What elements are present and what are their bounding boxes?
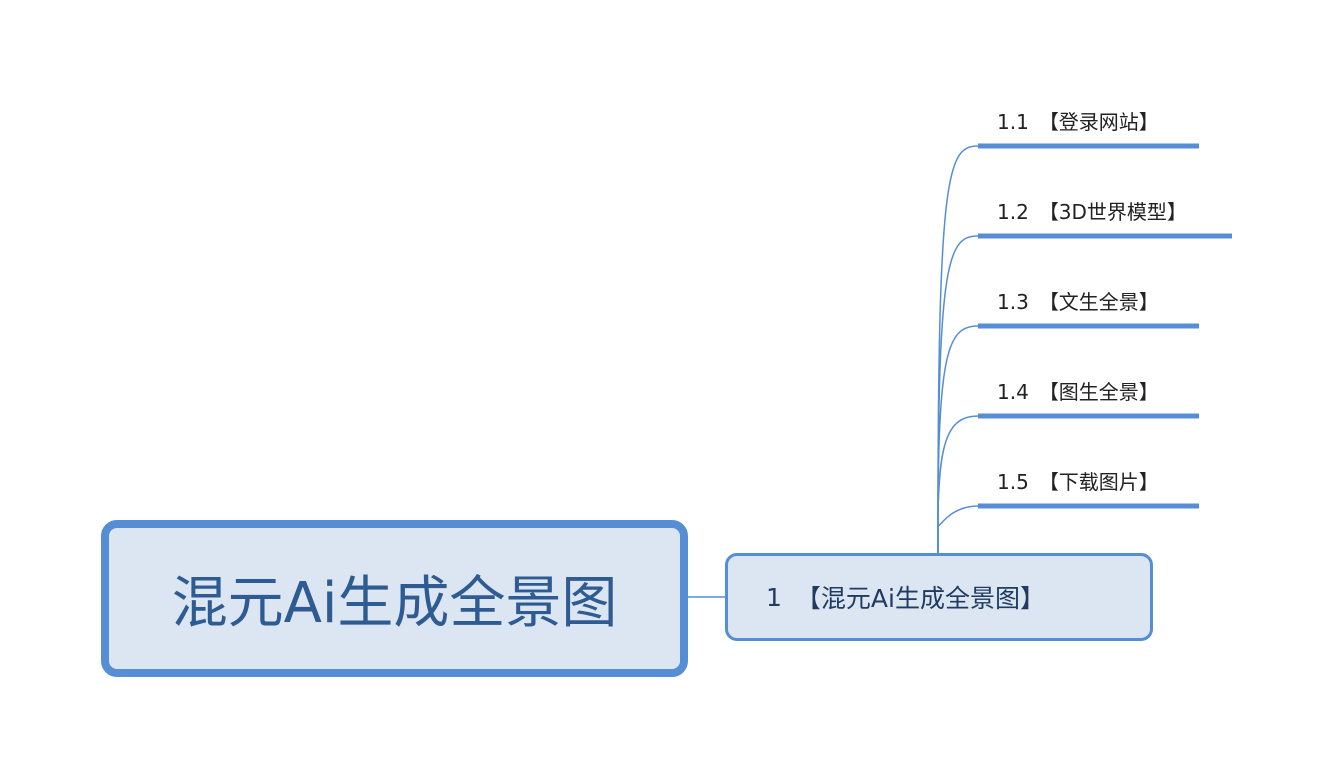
- subtopic-label: 【文生全景】: [1038, 290, 1159, 314]
- subtopic-1-3[interactable]: 1.3 【文生全景】: [997, 286, 1159, 315]
- subtopic-number: 1.5: [997, 470, 1029, 494]
- branch-curve: [937, 235, 979, 553]
- branch-curve: [937, 505, 979, 553]
- subtopic-1-5[interactable]: 1.5 【下载图片】: [997, 466, 1159, 495]
- branch-curve: [937, 325, 979, 553]
- subtopic-label: 【下载图片】: [1038, 470, 1159, 494]
- subtopic-1-2[interactable]: 1.2 【3D世界模型】: [997, 196, 1187, 225]
- subtopic-number: 1.1: [997, 110, 1029, 134]
- subtopic-1-4[interactable]: 1.4 【图生全景】: [997, 376, 1159, 405]
- subtopic-number: 1.2: [997, 200, 1029, 224]
- topic-node[interactable]: 1 【混元Ai生成全景图】: [725, 553, 1153, 641]
- subtopic-number: 1.3: [997, 290, 1029, 314]
- topic-number: 1: [766, 582, 782, 612]
- subtopic-1-1[interactable]: 1.1 【登录网站】: [997, 106, 1159, 135]
- branch-curve: [937, 145, 979, 553]
- root-label: 混元Ai生成全景图: [171, 571, 618, 636]
- subtopic-number: 1.4: [997, 380, 1029, 404]
- subtopic-label: 【登录网站】: [1038, 110, 1159, 134]
- branch-curve: [937, 415, 979, 553]
- topic-label: 【混元Ai生成全景图】: [795, 584, 1045, 613]
- subtopic-label: 【3D世界模型】: [1038, 200, 1187, 224]
- root-node[interactable]: 混元Ai生成全景图: [101, 520, 688, 677]
- subtopic-label: 【图生全景】: [1038, 380, 1159, 404]
